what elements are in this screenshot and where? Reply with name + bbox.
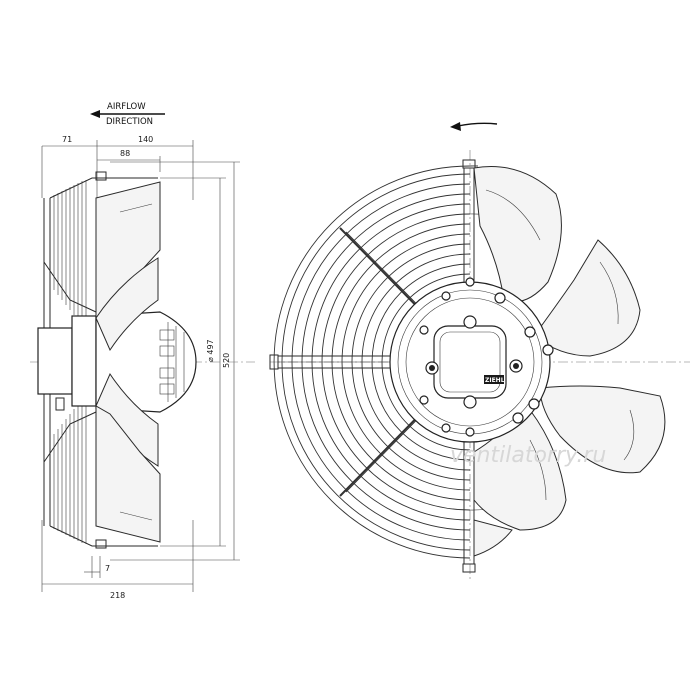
front-blades [473, 165, 666, 557]
dim-520: 520 [222, 353, 231, 368]
side-blades [95, 181, 161, 543]
curved-arrow-left-icon [450, 122, 498, 131]
dim-7: 7 [105, 564, 110, 573]
front-view: ZIEHL ventilatorry.ru [269, 122, 690, 580]
watermark-text: ventilatorry.ru [450, 443, 606, 468]
dim-diameter-497: ⌀ 497 [206, 339, 215, 362]
nameplate-text: ZIEHL [485, 377, 505, 384]
airflow-direction-label: AIRFLOW DIRECTION [90, 102, 165, 127]
dim-71: 71 [62, 135, 72, 144]
top-dimensions: 71 140 88 [41, 135, 194, 200]
dim-88: 88 [120, 149, 130, 158]
hub-bolts [419, 277, 554, 437]
side-guard [43, 171, 158, 549]
airflow-label-line2: DIRECTION [106, 117, 153, 127]
dim-140: 140 [138, 135, 153, 144]
bottom-dimensions: 7 218 [41, 520, 194, 600]
arrow-left-icon [90, 110, 165, 118]
airflow-label-line1: AIRFLOW [107, 102, 146, 112]
front-hub: ZIEHL [389, 277, 554, 443]
dim-218: 218 [110, 591, 125, 600]
side-motor [37, 311, 197, 413]
nameplate-label: ZIEHL [484, 375, 505, 384]
side-view: AIRFLOW DIRECTION 71 140 88 [30, 102, 255, 600]
